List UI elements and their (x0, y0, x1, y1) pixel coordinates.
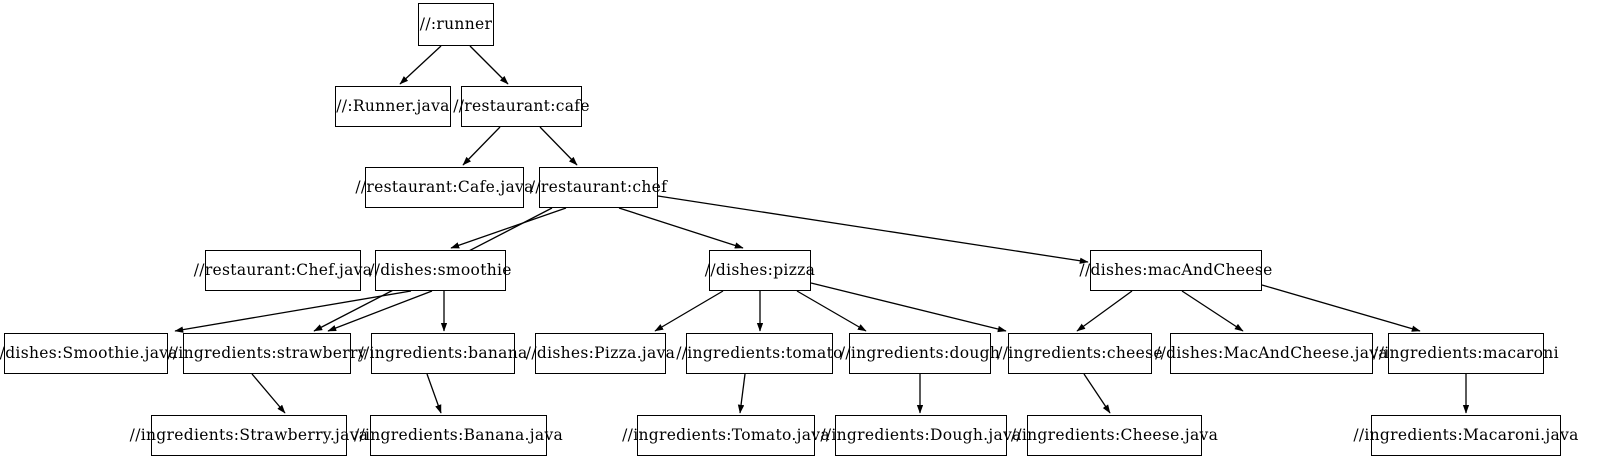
graph-node-label: //ingredients:dough (839, 343, 1001, 362)
graph-node-label: //ingredients:cheese (997, 343, 1163, 362)
graph-node-label: //ingredients:Strawberry.java (129, 425, 369, 444)
graph-node-tomato_java[interactable]: //ingredients:Tomato.java (622, 415, 830, 456)
graph-node-macaroni_java[interactable]: //ingredients:Macaroni.java (1353, 415, 1578, 456)
graph-edge (796, 290, 867, 332)
graph-edge (469, 45, 509, 85)
graph-node-label: //ingredients:strawberry (167, 343, 367, 362)
graph-node-banana_java[interactable]: //ingredients:Banana.java (354, 415, 563, 456)
graph-node-label: //restaurant:cafe (453, 96, 590, 115)
graph-node-label: //ingredients:banana (358, 343, 528, 362)
graph-node-banana[interactable]: //ingredients:banana (358, 333, 527, 374)
graph-edge (539, 126, 578, 166)
graph-node-macandcheese_java[interactable]: //dishes:MacAndCheese.java (1155, 333, 1388, 374)
graph-edge (1076, 290, 1133, 332)
graph-edge (327, 290, 433, 332)
graph-node-label: //dishes:pizza (704, 260, 816, 279)
graph-node-label: //dishes:Pizza.java (525, 343, 676, 362)
graph-node-dough[interactable]: //ingredients:dough (840, 333, 1000, 374)
graph-node-cheese_java[interactable]: //ingredients:Cheese.java (1011, 415, 1218, 456)
graph-node-label: //:Runner.java (336, 96, 450, 115)
graph-node-strawberry_java[interactable]: //ingredients:Strawberry.java (130, 415, 368, 456)
graph-node-runner_java[interactable]: //:Runner.java (335, 86, 451, 127)
graph-node-label: //ingredients:macaroni (1373, 343, 1559, 362)
graph-edge (737, 373, 746, 414)
graph-node-label: //ingredients:Dough.java (820, 425, 1022, 444)
graph-edge (174, 290, 412, 333)
graph-node-cafe_java[interactable]: //restaurant:Cafe.java (355, 167, 533, 208)
graph-edge (1261, 284, 1421, 332)
graph-node-label: //restaurant:Chef.java (193, 260, 373, 279)
graph-node-runner[interactable]: //:runner (418, 3, 494, 46)
graph-node-label: //restaurant:chef (529, 177, 668, 196)
graph-edge (450, 207, 567, 249)
graph-node-label: //dishes:MacAndCheese.java (1155, 343, 1388, 362)
graph-node-cheese[interactable]: //ingredients:cheese (997, 333, 1163, 374)
graph-node-label: //:runner (419, 14, 493, 33)
graph-node-pizza[interactable]: //dishes:pizza (705, 250, 815, 291)
graph-node-cafe[interactable]: //restaurant:cafe (453, 86, 590, 127)
graph-node-chef[interactable]: //restaurant:chef (530, 167, 667, 208)
graph-node-label: //ingredients:tomato (676, 343, 843, 362)
graph-edge (399, 45, 442, 85)
graph-node-label: //ingredients:Macaroni.java (1353, 425, 1579, 444)
graph-node-macandcheese[interactable]: //dishes:macAndCheese (1079, 250, 1272, 291)
graph-edge (251, 373, 286, 414)
graph-edge (810, 282, 1007, 333)
graph-node-chef_java[interactable]: //restaurant:Chef.java (194, 250, 372, 291)
graph-edge (618, 207, 744, 249)
graph-node-pizza_java[interactable]: //dishes:Pizza.java (526, 333, 675, 374)
graph-node-label: //dishes:Smoothie.java (0, 343, 178, 362)
graph-node-label: //dishes:macAndCheese (1079, 260, 1273, 279)
graph-node-tomato[interactable]: //ingredients:tomato (676, 333, 842, 374)
graph-node-smoothie[interactable]: //dishes:smoothie (369, 250, 511, 291)
graph-edge (426, 373, 442, 414)
graph-node-label: //ingredients:Tomato.java (622, 425, 830, 444)
graph-edge (654, 290, 724, 332)
graph-node-label: //restaurant:Cafe.java (355, 177, 534, 196)
graph-node-label: //ingredients:Cheese.java (1010, 425, 1219, 444)
graph-edge (1083, 373, 1111, 414)
graph-node-label: //dishes:smoothie (369, 260, 512, 279)
graph-node-macaroni[interactable]: //ingredients:macaroni (1373, 333, 1559, 374)
graph-edge (462, 126, 501, 166)
graph-node-dough_java[interactable]: //ingredients:Dough.java (820, 415, 1021, 456)
graph-node-smoothie_java[interactable]: //dishes:Smoothie.java (0, 333, 178, 374)
graph-edge (1181, 290, 1244, 332)
graph-node-label: //ingredients:Banana.java (353, 425, 564, 444)
graph-node-strawberry[interactable]: //ingredients:strawberry (167, 333, 366, 374)
